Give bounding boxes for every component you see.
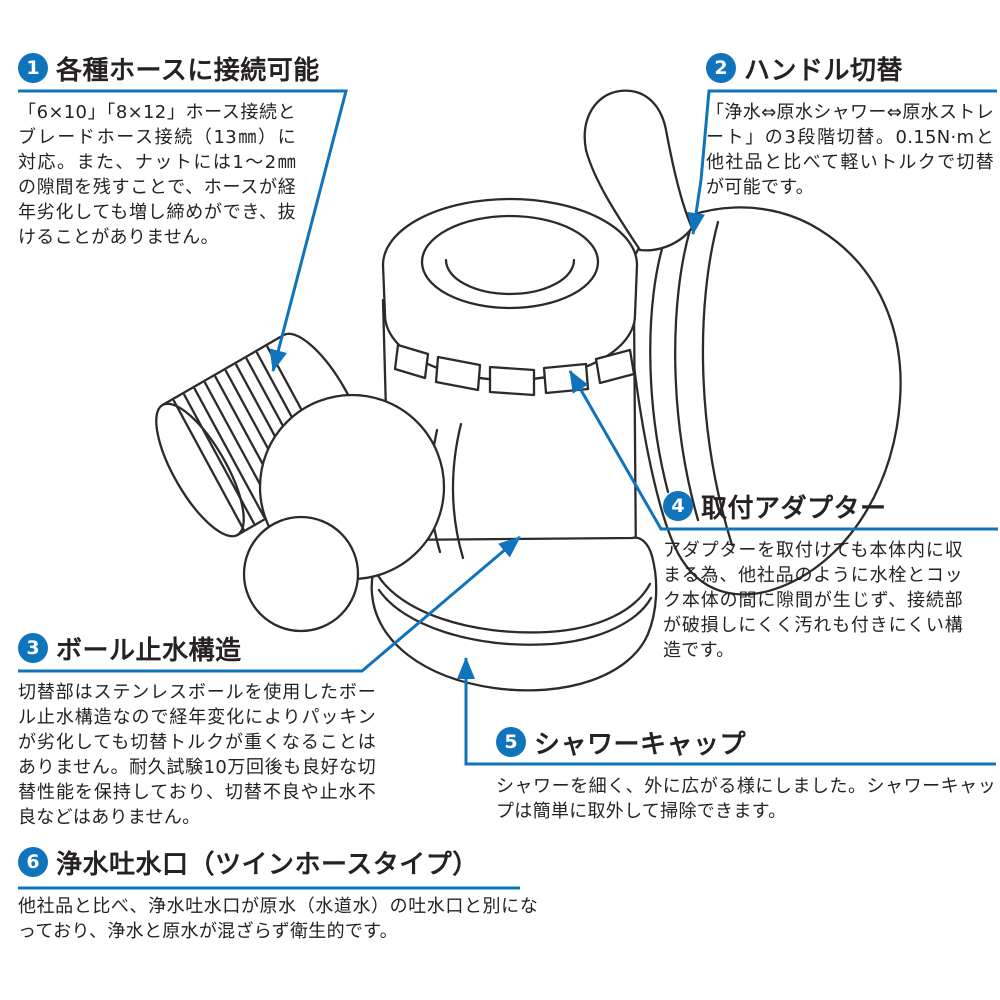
feature-6-title: 浄水吐水口（ツインホースタイプ） xyxy=(56,849,479,880)
feature-5-title: シャワーキャップ xyxy=(534,729,747,760)
leader-line-2 xyxy=(687,89,997,235)
feature-4-title: 取付アダプター xyxy=(701,493,887,524)
shower-cap-bell xyxy=(370,536,658,692)
feature-3-callout: 3 ボール止水構造 切替部はステンレスボールを使用したボール止水構造なので経年変… xyxy=(18,632,376,830)
feature-6-description: 他社品と比べ、浄水吐水口が原水（水道水）の吐水口と別になっており、浄水と原水が混… xyxy=(18,896,538,942)
feature-3-number-badge: 3 xyxy=(18,633,48,663)
feature-2-number-badge: 2 xyxy=(706,53,736,83)
mounting-adapter-ring-nut xyxy=(381,197,639,397)
leader-line-4 xyxy=(568,370,998,531)
feature-5-description: シャワーを細く、外に広がる様にしました。シャワーキャップは簡単に取外して掃除でき… xyxy=(496,776,996,822)
leader-line-1 xyxy=(18,89,348,372)
feature-5-callout: 5 シャワーキャップ シャワーを細く、外に広がる様にしました。シャワーキャップは… xyxy=(496,726,996,824)
feature-1-heading: 1 各種ホースに接続可能 xyxy=(18,52,319,86)
feature-2-title: ハンドル切替 xyxy=(744,55,904,86)
feature-6-callout: 6 浄水吐水口（ツインホースタイプ） 他社品と比べ、浄水吐水口が原水（水道水）の… xyxy=(18,846,538,944)
leader-line-3 xyxy=(18,535,521,673)
feature-4-number-badge: 4 xyxy=(663,491,693,521)
feature-5-heading: 5 シャワーキャップ xyxy=(496,726,996,760)
feature-6-heading: 6 浄水吐水口（ツインホースタイプ） xyxy=(18,846,538,880)
handle-cap-bell xyxy=(626,206,902,596)
feature-4-callout: 4 取付アダプター アダプターを取付けても本体内に収まる為、他社品のように水栓と… xyxy=(663,490,963,663)
feature-1-description: 「6×10」「8×12」ホース接続とブレードホース接続（13㎜）に対応。また、ナ… xyxy=(18,102,296,248)
ball-stop-joint xyxy=(242,393,446,633)
feature-4-description: アダプターを取付けても本体内に収まる為、他社品のように水栓とコック本体の間に隙間… xyxy=(663,540,963,661)
feature-2-heading: 2 ハンドル切替 xyxy=(706,52,994,86)
feature-6-number-badge: 6 xyxy=(18,847,48,877)
feature-3-title: ボール止水構造 xyxy=(56,635,242,666)
feature-3-heading: 3 ボール止水構造 xyxy=(18,632,376,666)
feature-2-callout: 2 ハンドル切替 「浄水⇔原水シャワー⇔原水ストレート」の3段階切替。0.15N… xyxy=(706,52,994,200)
feature-1-number-badge: 1 xyxy=(18,53,48,83)
leader-line-5 xyxy=(457,657,996,766)
feature-4-heading: 4 取付アダプター xyxy=(663,490,963,524)
feature-2-description: 「浄水⇔原水シャワー⇔原水ストレート」の3段階切替。0.15N·mと他社品と比べ… xyxy=(706,102,994,198)
feature-1-callout: 1 各種ホースに接続可能 「6×10」「8×12」ホース接続とブレードホース接続… xyxy=(18,52,319,250)
feature-1-title: 各種ホースに接続可能 xyxy=(56,55,320,86)
feature-5-number-badge: 5 xyxy=(496,727,526,757)
feature-3-description: 切替部はステンレスボールを使用したボール止水構造なので経年変化によりパッキンが劣… xyxy=(18,682,376,828)
